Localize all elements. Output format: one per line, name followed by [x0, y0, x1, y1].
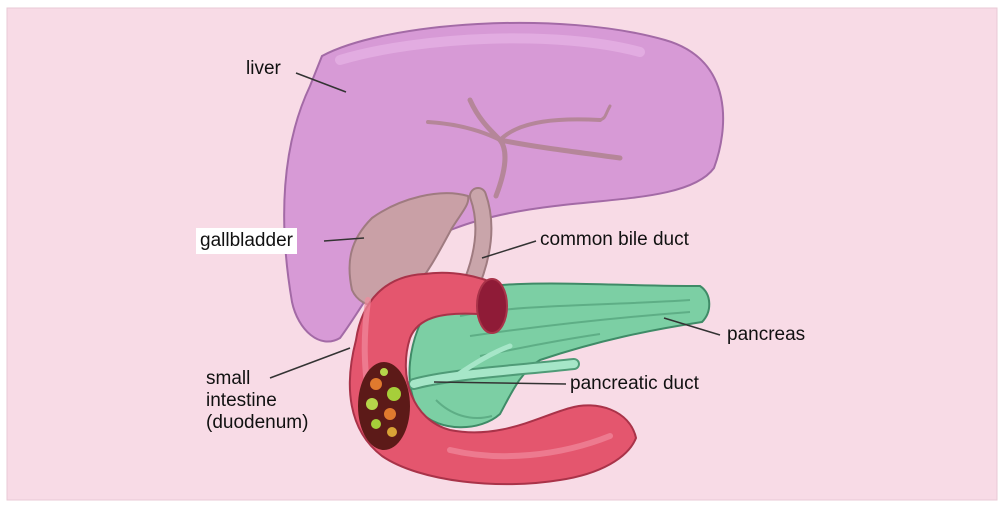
gallbladder-label: gallbladder: [196, 228, 297, 254]
pancreas-label: pancreas: [727, 324, 805, 346]
small-intestine-label-line-2: intestine: [206, 390, 316, 412]
small-intestine-label: small intestine (duodenum): [206, 368, 316, 438]
duodenum-cutaway: [358, 362, 410, 450]
common-bile-duct-label: common bile duct: [540, 229, 689, 251]
pancreatic-duct-label: pancreatic duct: [570, 373, 699, 395]
liver-label: liver: [246, 58, 281, 80]
small-intestine-label-line-1: small: [206, 368, 316, 390]
small-intestine-label-line-3: (duodenum): [206, 412, 316, 434]
